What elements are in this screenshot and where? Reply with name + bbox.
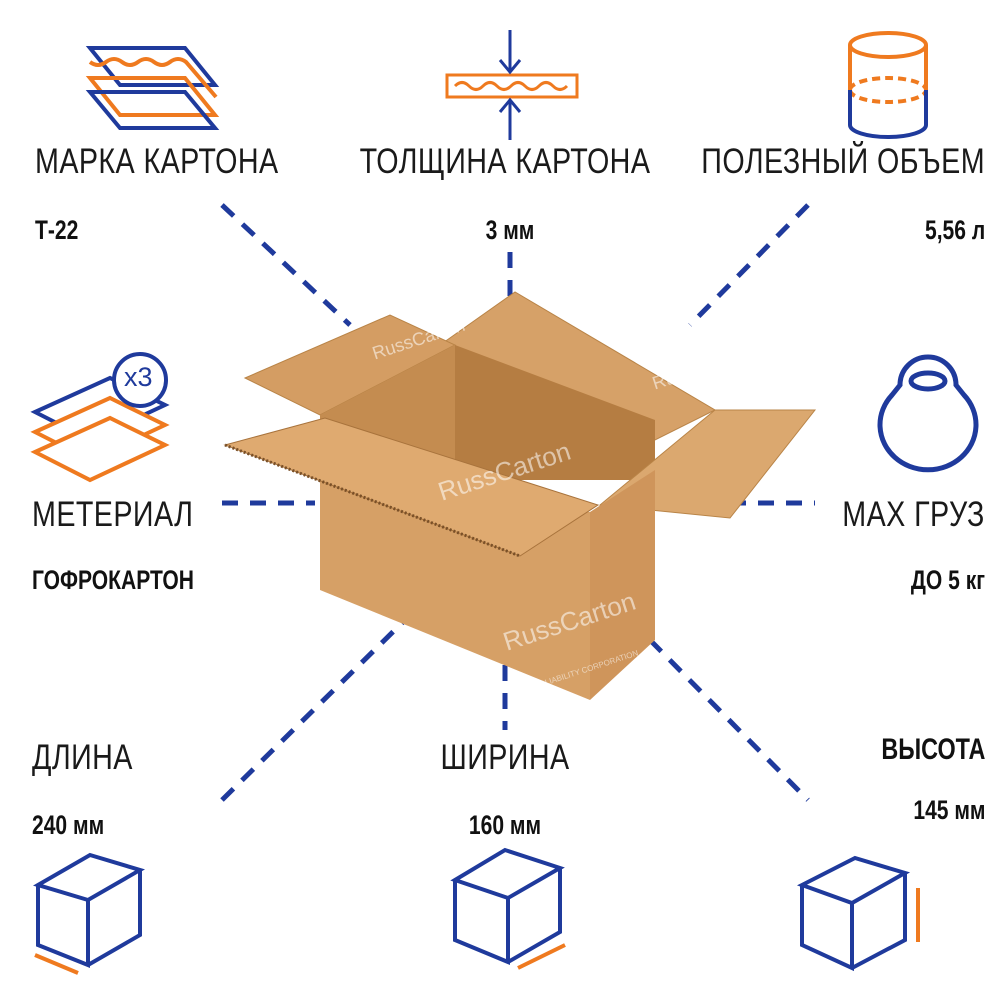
layered-sheets-icon <box>85 46 220 130</box>
brand-label: МАРКА КАРТОНА <box>35 142 279 181</box>
height-label: ВЫСОТА <box>880 733 985 766</box>
cube-width-icon <box>450 847 566 970</box>
volume-label: ПОЛЕЗНЫЙ ОБЪЕМ <box>701 142 985 181</box>
width-value: 160 мм <box>468 810 542 840</box>
thickness-icon <box>445 30 579 140</box>
kettlebell-icon <box>877 354 979 473</box>
cylinder-volume-icon <box>848 31 928 139</box>
max-load-value: ДО 5 кг <box>910 565 985 595</box>
thickness-label: ТОЛЩИНА КАРТОНА <box>359 142 651 181</box>
connector-volume <box>688 203 810 327</box>
cube-length-icon <box>32 852 146 975</box>
connector-lines <box>220 203 815 802</box>
volume-value: 5,56 л <box>924 215 985 245</box>
thickness-value: 3 мм <box>485 215 535 245</box>
width-label: ШИРИНА <box>440 738 570 777</box>
cube-height-icon <box>796 855 920 972</box>
connector-brand <box>220 203 352 327</box>
material-value: ГОФРОКАРТОН <box>32 565 194 595</box>
layers-x3-icon <box>30 352 170 483</box>
layers-count-badge: x3 <box>124 362 153 392</box>
connector-height <box>648 638 810 802</box>
material-label: МЕТЕРИАЛ <box>32 495 194 534</box>
length-label: ДЛИНА <box>32 738 133 777</box>
max-load-label: MAX ГРУЗ <box>842 495 985 534</box>
connector-length <box>220 618 407 802</box>
cardboard-box-image <box>223 291 817 700</box>
length-value: 240 мм <box>32 810 105 840</box>
brand-value: Т-22 <box>35 215 79 245</box>
height-value: 145 мм <box>912 795 985 825</box>
